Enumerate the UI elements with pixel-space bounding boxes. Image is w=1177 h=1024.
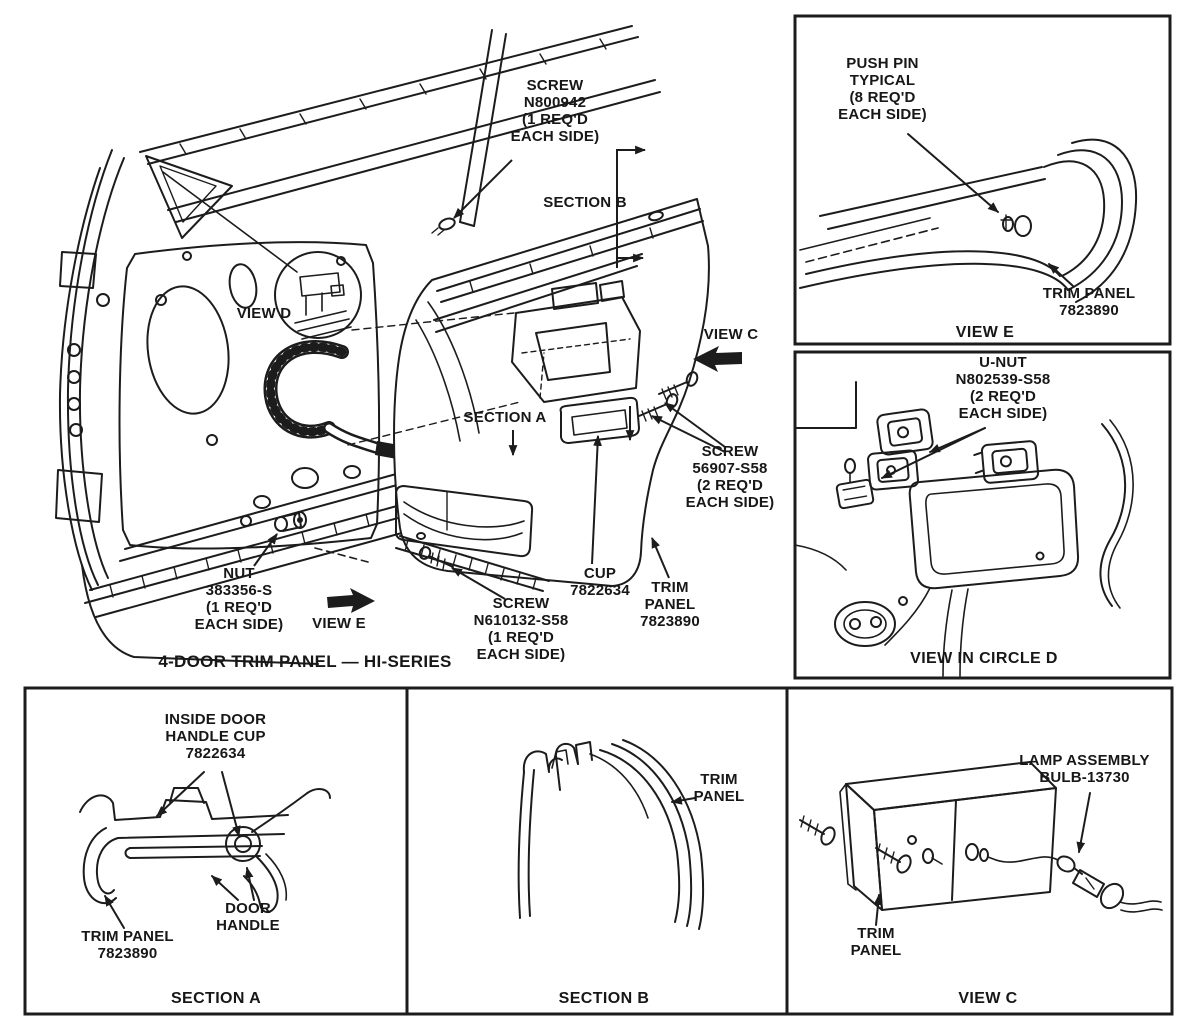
label-u-nut: U-NUT N802539-S58 (2 REQ'D EACH SIDE) — [955, 354, 1051, 422]
label-cup-7822634: CUP 7822634 — [570, 565, 630, 599]
section-a-panel-art — [79, 771, 331, 929]
label-trim-panel-section-a: TRIM PANEL 7823890 — [81, 928, 174, 962]
circle-d-panel-art — [794, 381, 1134, 677]
label-screw-56907: SCREW 56907-S58 (2 REQ'D EACH SIDE) — [685, 443, 775, 511]
view-c-pointer-arrow — [693, 346, 742, 372]
label-screw-n800942: SCREW N800942 (1 REQ'D EACH SIDE) — [510, 77, 600, 145]
label-screw-n610132: SCREW N610132-S58 (1 REQ'D EACH SIDE) — [473, 595, 569, 663]
label-door-handle: DOOR HANDLE — [216, 900, 280, 934]
label-nut-383356: NUT 383356-S (1 REQ'D EACH SIDE) — [194, 565, 284, 633]
label-view-e-main: VIEW E — [312, 615, 366, 632]
figure-caption: 4-DOOR TRIM PANEL — HI-SERIES — [158, 652, 452, 671]
panel-borders — [23, 14, 1174, 1016]
view-c-panel-art — [799, 761, 1163, 926]
caption-view-in-circle-d: VIEW IN CIRCLE D — [910, 650, 1058, 667]
main-callout-leaders — [253, 145, 726, 600]
section-b-panel-art — [517, 739, 705, 930]
view-e-panel-art — [799, 133, 1138, 303]
label-section-a-main: SECTION A — [463, 409, 547, 426]
caption-view-c: VIEW C — [958, 990, 1018, 1007]
label-trim-panel-section-b: TRIM PANEL — [693, 771, 745, 805]
caption-section-b: SECTION B — [558, 990, 650, 1007]
label-view-c-main: VIEW C — [703, 326, 759, 343]
label-trim-panel-main: TRIM PANEL 7823890 — [640, 579, 700, 630]
trim-panel-art — [347, 198, 710, 592]
label-lamp-assembly: LAMP ASSEMBLY BULB-13730 — [1019, 752, 1150, 786]
main-door-art — [55, 25, 661, 665]
caption-view-e: VIEW E — [955, 324, 1015, 341]
label-trim-panel-view-c: TRIM PANEL — [850, 925, 902, 959]
label-view-d: VIEW D — [236, 305, 292, 322]
caption-section-a: SECTION A — [170, 990, 262, 1007]
label-push-pin: PUSH PIN TYPICAL (8 REQ'D EACH SIDE) — [838, 55, 927, 123]
label-inside-door-handle-cup: INSIDE DOOR HANDLE CUP 7822634 — [164, 711, 267, 762]
label-section-b-main: SECTION B — [543, 194, 627, 211]
view-e-pointer-arrow — [327, 588, 375, 613]
label-trim-panel-view-e: TRIM PANEL 7823890 — [1042, 285, 1136, 319]
